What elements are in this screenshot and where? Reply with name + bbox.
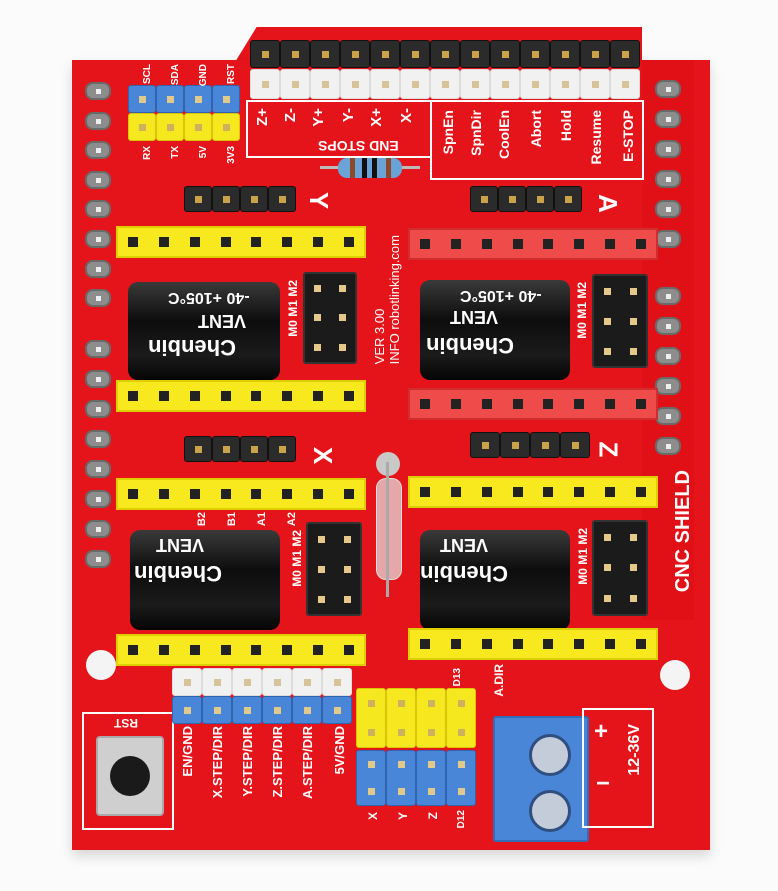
power-voltage-label: 12-36V <box>626 724 643 776</box>
i2c-header-yellow[interactable] <box>128 113 240 141</box>
control-label: E-STOP <box>620 110 636 162</box>
coil-label: B2 <box>196 512 208 527</box>
control-label: CoolEn <box>496 110 512 159</box>
reset-button[interactable] <box>96 736 164 816</box>
end-stops-label-box: Z+ Z- Y+ Y- X+ X- END STOPS <box>246 100 432 158</box>
i2c-header-blue[interactable] <box>128 85 240 113</box>
axis-label-y: Y <box>304 191 335 210</box>
clone-label: Z <box>426 812 440 820</box>
driver-z-socket-top[interactable] <box>408 476 658 508</box>
microstep-label: M0 M1 M2 <box>286 280 300 337</box>
bottom-header-white[interactable] <box>172 668 352 696</box>
capacitor-z: VENT Chenbin <box>420 530 570 630</box>
power-plus-label: + <box>594 718 609 745</box>
i2c-label: SCL <box>142 64 153 84</box>
reset-button-cap[interactable] <box>110 756 150 796</box>
endstop-label: X- <box>398 108 415 123</box>
axis-label-z: Z <box>593 441 624 458</box>
endstop-label: Y+ <box>310 108 327 127</box>
terminal-screw-plus[interactable] <box>529 734 571 776</box>
driver-z-motor-header[interactable] <box>470 432 590 458</box>
microstep-label: M0 M1 M2 <box>290 530 304 587</box>
a-dir-label: A.DIR <box>492 664 506 697</box>
control-label: SpnEn <box>440 110 456 155</box>
capacitor-y: -40 +105°C VENT Chenbin <box>128 282 280 380</box>
power-minus-label: − <box>596 770 611 797</box>
i2c-label: RX <box>142 146 153 160</box>
endstop-label: Y- <box>340 108 357 123</box>
step-dir-label: A.STEP/DIR <box>300 726 315 799</box>
i2c-label: SDA <box>170 64 181 86</box>
coil-label: B1 <box>226 512 238 527</box>
step-dir-label: 5V/GND <box>332 726 347 775</box>
microstep-label: M0 M1 M2 <box>575 282 589 339</box>
i2c-label: 3V3 <box>226 146 237 164</box>
driver-z-socket-bottom[interactable] <box>408 628 658 660</box>
driver-y-motor-header[interactable] <box>184 186 296 212</box>
clone-label: D12 <box>456 810 467 829</box>
driver-a-socket-bottom[interactable] <box>408 388 658 420</box>
glass-fuse <box>370 452 406 602</box>
endstop-label: X+ <box>368 108 385 127</box>
endstop-label: Z+ <box>254 108 271 126</box>
endstop-label: Z- <box>282 108 299 123</box>
capacitor-x: VENT Chenbin <box>130 530 280 630</box>
driver-y-microstep-jumpers[interactable] <box>303 272 357 364</box>
reset-label: RST <box>114 716 138 730</box>
driver-a-motor-header[interactable] <box>470 186 582 212</box>
top-header-black-row[interactable] <box>250 40 640 68</box>
i2c-label: 5V <box>198 146 209 159</box>
driver-z-microstep-jumpers[interactable] <box>592 520 648 616</box>
axis-label-x: X <box>308 446 339 465</box>
control-label: Abort <box>528 110 544 148</box>
clone-header-yellow[interactable] <box>356 688 476 748</box>
control-label: SpnDir <box>468 110 484 156</box>
driver-x-socket-top[interactable] <box>116 478 366 510</box>
i2c-label: TX <box>170 146 181 159</box>
control-label: Resume <box>588 110 604 165</box>
microstep-label: M0 M1 M2 <box>576 528 590 585</box>
control-pins-label-box: SpnEn SpnDir CoolEn Abort Hold Resume E-… <box>430 100 644 180</box>
board-title: CNC SHIELD <box>672 470 694 593</box>
clone-label: X <box>366 812 380 821</box>
end-stops-caption: END STOPS <box>318 138 399 154</box>
clone-header-blue[interactable] <box>356 750 476 806</box>
driver-a-socket-top[interactable] <box>408 228 658 260</box>
clone-label: Y <box>396 812 410 821</box>
coil-label: A1 <box>256 512 268 527</box>
bottom-header-blue[interactable] <box>172 696 352 724</box>
terminal-screw-minus[interactable] <box>529 790 571 832</box>
mounting-hole <box>86 650 116 680</box>
version-info-text: VER 3.00 INFO robotlinking.com <box>372 235 402 365</box>
step-dir-label: Y.STEP/DIR <box>240 726 255 797</box>
driver-y-socket-top[interactable] <box>116 226 366 258</box>
axis-label-a: A <box>592 194 623 213</box>
driver-x-microstep-jumpers[interactable] <box>306 522 362 616</box>
capacitor-a: -40 +105°C VENT Chenbin <box>420 280 570 380</box>
coil-label: A2 <box>286 512 298 527</box>
top-header-white-row[interactable] <box>250 69 640 99</box>
resistor <box>320 158 420 178</box>
mounting-hole <box>660 660 690 690</box>
driver-x-motor-header[interactable] <box>184 436 296 462</box>
driver-a-microstep-jumpers[interactable] <box>592 274 648 368</box>
driver-y-socket-bottom[interactable] <box>116 380 366 412</box>
control-label: Hold <box>558 110 574 142</box>
reset-button-area: RST <box>82 712 174 830</box>
power-label-box: + − 12-36V <box>582 708 654 828</box>
i2c-label: RST <box>226 64 237 84</box>
power-terminal-block[interactable] <box>493 716 589 842</box>
step-dir-label: EN/GND <box>180 726 195 777</box>
driver-x-socket-bottom[interactable] <box>116 634 366 666</box>
step-dir-label: Z.STEP/DIR <box>270 726 285 798</box>
i2c-label: GND <box>198 64 209 87</box>
step-dir-label: X.STEP/DIR <box>210 726 225 799</box>
clone-label-d13: D13 <box>452 668 463 687</box>
